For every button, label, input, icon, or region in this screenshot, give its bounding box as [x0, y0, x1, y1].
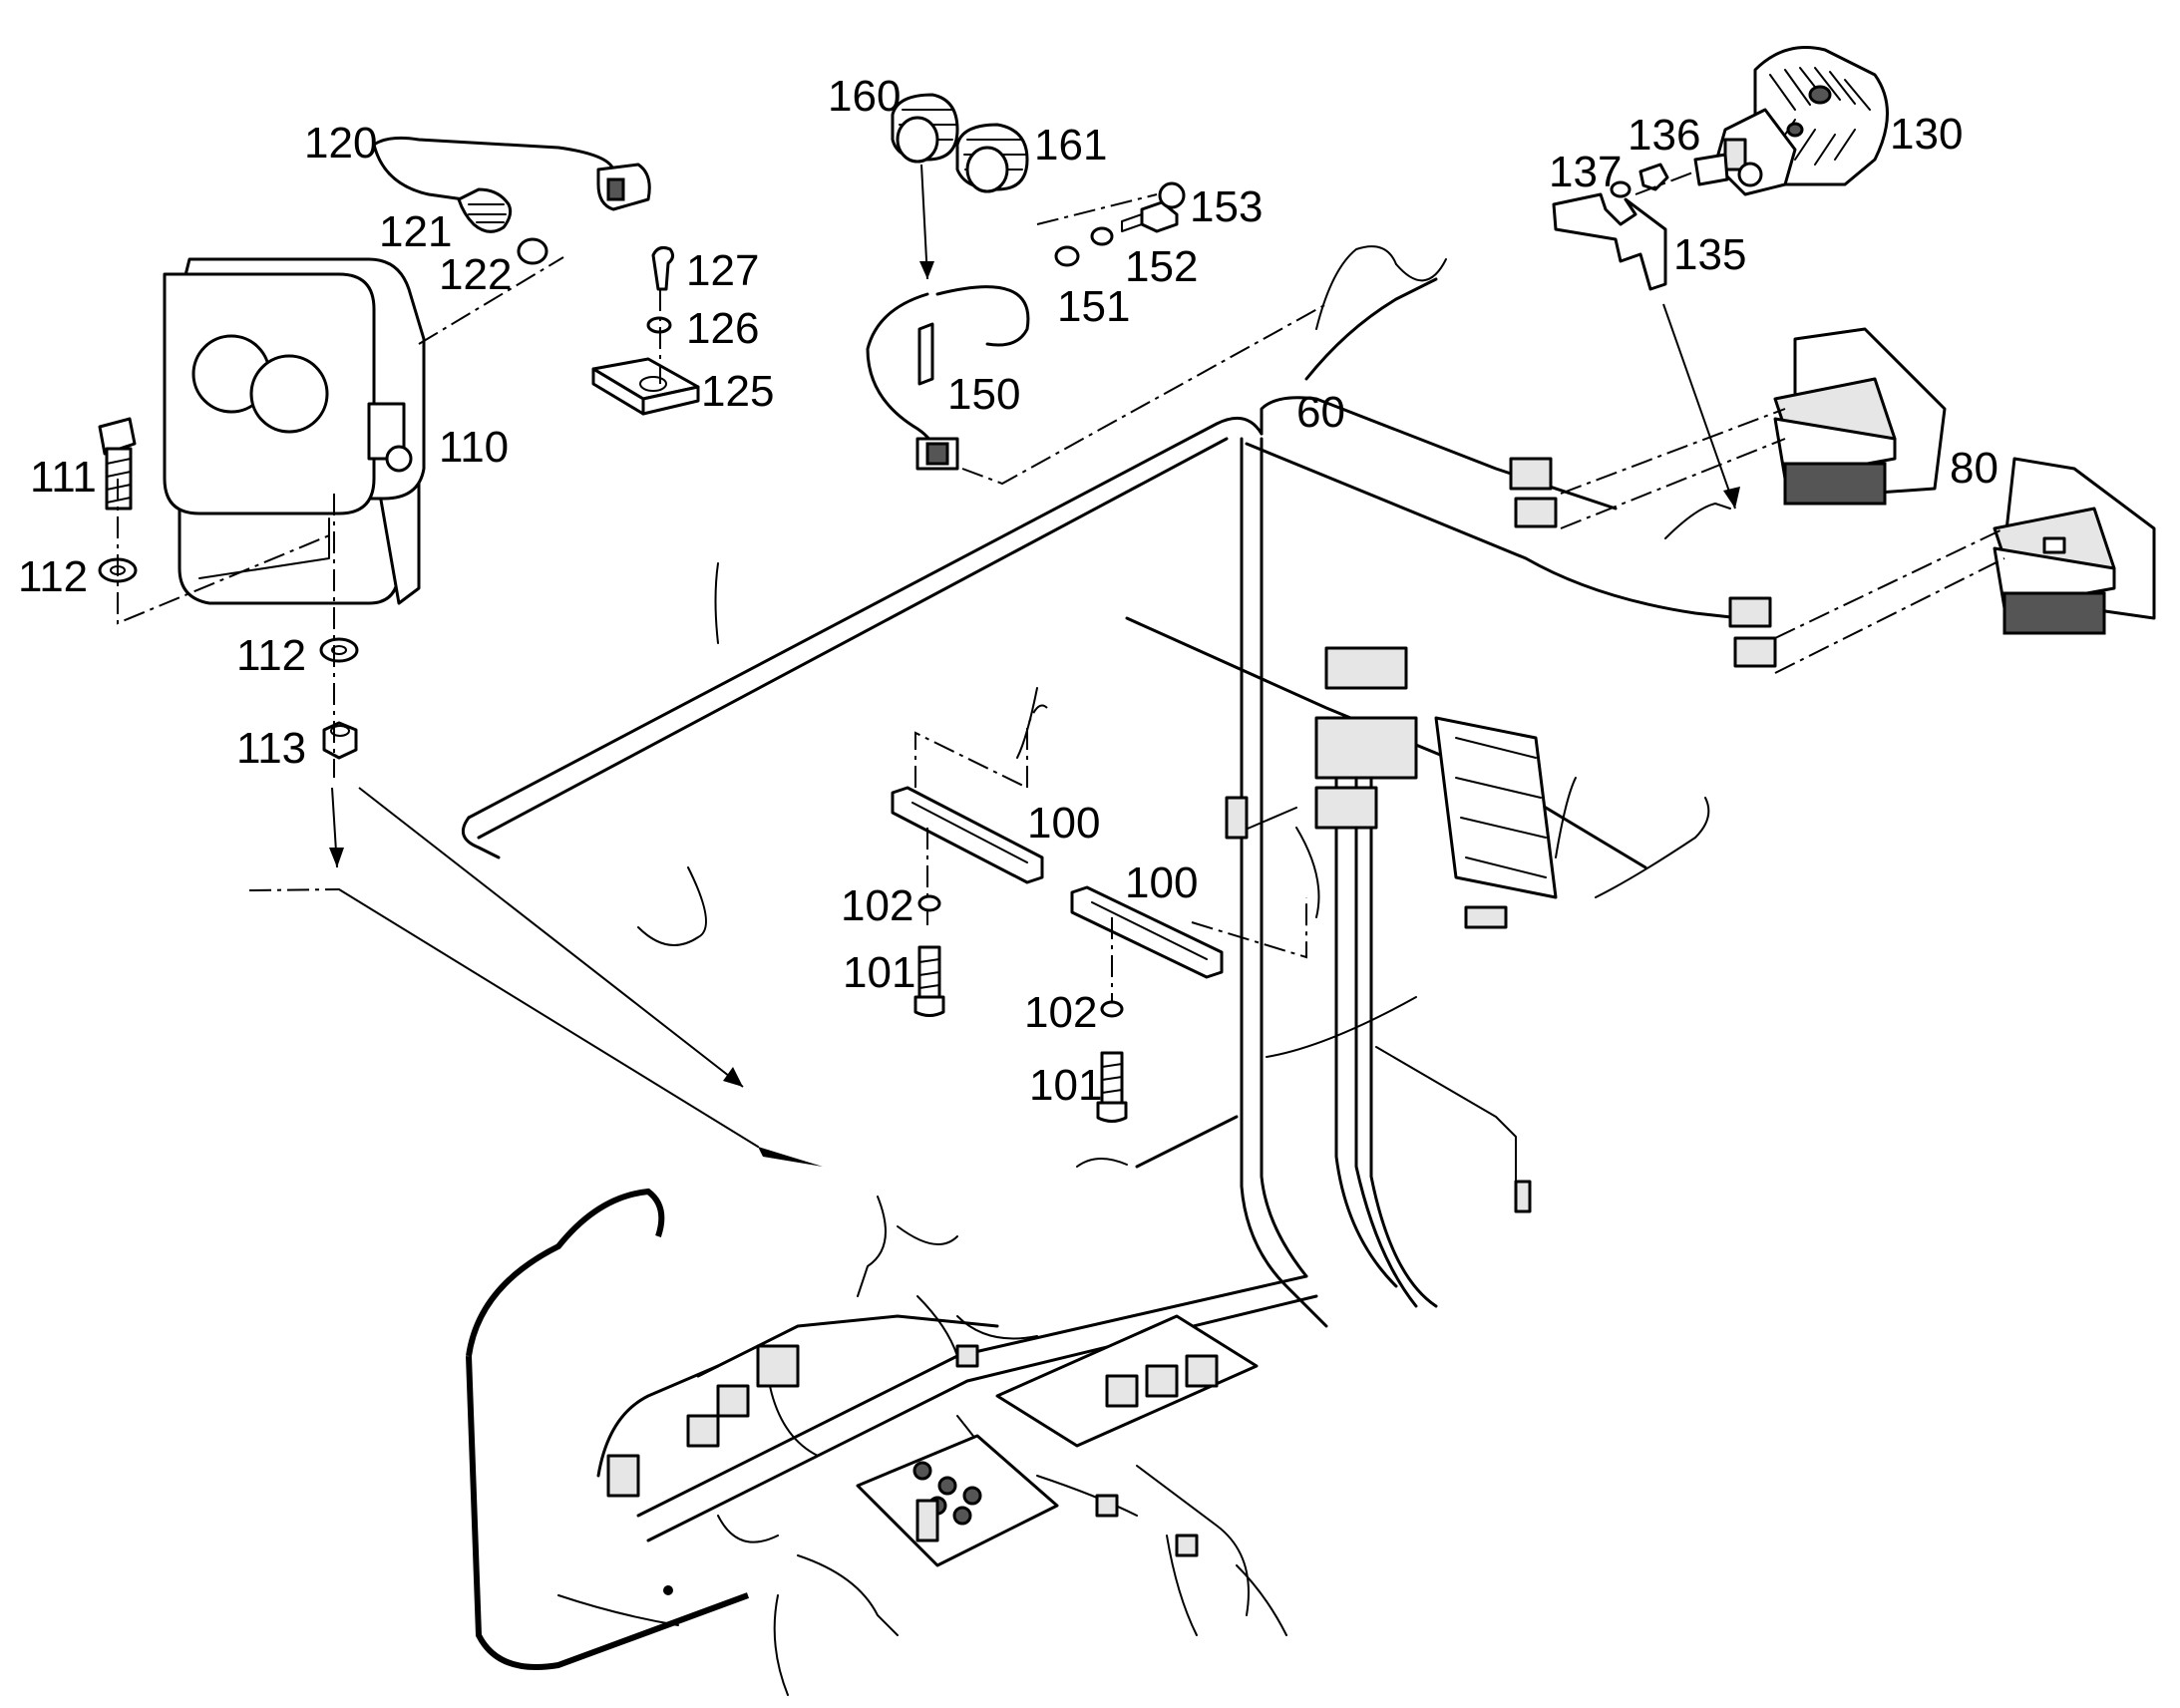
connector-block-icon [1314, 716, 1418, 780]
connector-block-icon [1324, 646, 1408, 690]
mounting-bar-100a [891, 786, 1044, 884]
callout-122: 122 [439, 250, 512, 299]
connector-plug-icon [1733, 636, 1777, 668]
bolt-101a [913, 945, 945, 1017]
callout-130: 130 [1890, 110, 1963, 159]
callout-137: 137 [1549, 148, 1622, 196]
connector-block-icon [1314, 786, 1378, 830]
screw-136-icon [1638, 163, 1669, 191]
mounting-bar-100b [1070, 885, 1224, 979]
callout-150: 150 [947, 370, 1020, 419]
connector-clip-icon [955, 1344, 979, 1368]
bracket-135 [1552, 192, 1667, 291]
lower-harness-cluster [466, 1188, 1318, 1696]
callout-80: 80 [1950, 444, 1998, 493]
relay-icon [606, 1454, 640, 1498]
callout-161: 161 [1034, 121, 1107, 170]
cable-150 [866, 193, 1327, 486]
relay-icon [1105, 1374, 1139, 1408]
control-module-80 [1773, 327, 2156, 635]
callout-100b: 100 [1125, 858, 1198, 907]
mounting-plate-icon [856, 1434, 1059, 1567]
washer-151-icon [1054, 245, 1080, 267]
callout-101a: 101 [843, 948, 915, 997]
callout-153: 153 [1190, 182, 1263, 231]
callout-112b: 112 [236, 631, 306, 680]
wiring-harness-60 [461, 245, 1777, 1328]
callout-125: 125 [701, 367, 774, 416]
callout-160: 160 [828, 72, 901, 121]
ground-cable [466, 1188, 750, 1670]
fuse-box-icon [1434, 716, 1558, 899]
work-light-110 [163, 257, 426, 605]
callout-102b: 102 [1024, 988, 1097, 1037]
connector-clip-icon [1095, 1494, 1119, 1518]
relay-icon [1145, 1364, 1179, 1398]
part-callouts: 60 80 100 100 101 101 102 102 110 111 11… [18, 72, 1998, 1110]
callout-100a: 100 [1027, 799, 1100, 848]
grommet-160-161 [891, 93, 1029, 280]
callout-102a: 102 [841, 881, 913, 930]
relay-icon [686, 1414, 720, 1448]
cable-120 [372, 136, 651, 265]
sensor-lead [248, 888, 823, 1167]
washer-102-icon [1100, 1000, 1124, 1018]
lamp-lens-icon [249, 354, 329, 434]
relay-icon [716, 1384, 750, 1418]
callout-112a: 112 [18, 552, 88, 601]
callout-151: 151 [1057, 282, 1130, 331]
connector-clip-icon [1464, 905, 1508, 929]
connector-clip-icon [1514, 1180, 1532, 1213]
connector-clip-icon [1175, 1534, 1199, 1557]
washer-137-icon [1610, 180, 1632, 198]
callout-152: 152 [1125, 242, 1198, 291]
connector-plug-icon [1514, 497, 1558, 528]
callout-110: 110 [439, 423, 509, 472]
washer-152-icon [1090, 226, 1114, 246]
connector-clip-icon [1225, 796, 1249, 840]
callout-113: 113 [236, 724, 306, 773]
callout-101b: 101 [1029, 1061, 1102, 1110]
callout-136: 136 [1628, 111, 1700, 160]
callout-126: 126 [686, 304, 759, 353]
callout-111: 111 [30, 453, 97, 502]
relay-icon [756, 1344, 800, 1388]
clip-125 [591, 246, 700, 416]
connector-plug-icon [1728, 596, 1772, 628]
callout-121: 121 [379, 207, 452, 256]
washer-102-icon [917, 894, 941, 912]
bolt-101b [1096, 1051, 1128, 1123]
relay-icon [1185, 1354, 1219, 1388]
callout-127: 127 [686, 246, 759, 295]
work-light-130 [1693, 46, 1889, 196]
callout-135: 135 [1673, 230, 1746, 279]
relay-icon [915, 1499, 939, 1542]
connector-plug-icon [1509, 457, 1553, 491]
callout-60: 60 [1296, 388, 1345, 437]
callout-120: 120 [304, 119, 377, 168]
